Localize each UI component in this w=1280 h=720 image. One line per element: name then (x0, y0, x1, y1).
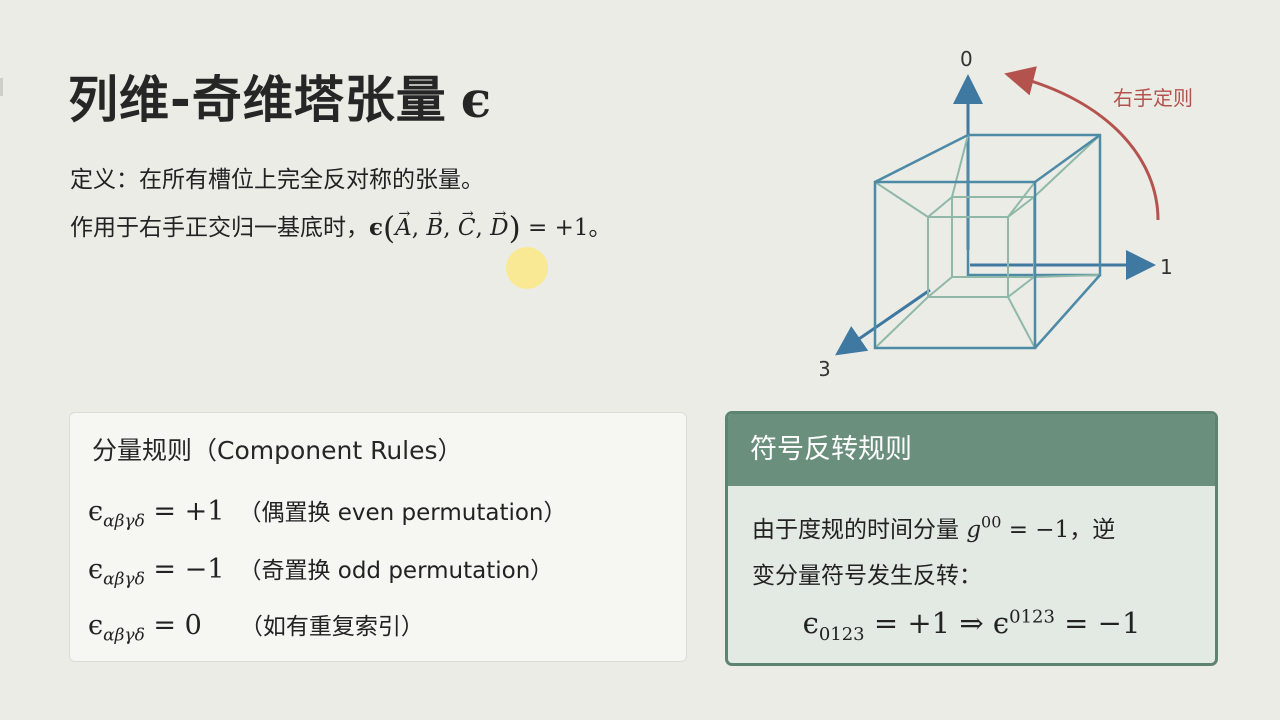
metric-sup: 00 (981, 512, 1002, 532)
axis-0-label: 0 (960, 47, 973, 71)
title-text: 列维-奇维塔张量 (68, 71, 447, 129)
sign-flip-heading: 符号反转规则 (728, 414, 1215, 486)
tesseract-diagram: 0 1 3 右手定则 (820, 47, 1193, 381)
definition-formula: ϵ(A, B, C, D) = +1 (369, 211, 589, 247)
axis-3-line (835, 288, 931, 356)
sign-flip-line1-suffix: ，逆 (1069, 517, 1116, 543)
connector-edge (1033, 134, 1101, 198)
vector-b: B (426, 215, 443, 241)
sign-flip-line-2: 变分量符号发生反转： (752, 563, 982, 589)
rule-symbol: ϵ (88, 554, 104, 585)
rule-odd: ϵαβγδ = −1 （奇置换 odd permutation） (88, 551, 553, 589)
lower-epsilon: ϵ (802, 606, 819, 640)
inner-edge (1007, 276, 1035, 298)
metric-value: = −1 (1008, 517, 1070, 543)
connector-edge (951, 134, 969, 198)
upper-indices: 0123 (1009, 606, 1055, 628)
connector-edge (874, 181, 929, 218)
upper-epsilon: ϵ (992, 606, 1010, 640)
rotation-arrow (1004, 66, 1160, 221)
formula-result: = +1 (528, 215, 589, 241)
vector-c: C (458, 215, 476, 241)
vector-d: D (490, 215, 508, 241)
sign-flip-line-1: 由于度规的时间分量 g00 = −1，逆 (752, 510, 1115, 544)
left-edge-marker (0, 78, 3, 96)
upper-value: = −1 (1064, 606, 1141, 640)
right-hand-rule-label: 右手定则 (1113, 86, 1193, 110)
rule-even: ϵαβγδ = +1 （偶置换 even permutation） (88, 493, 567, 531)
rule-value: = −1 (153, 554, 225, 585)
axis-3-label: 3 (820, 357, 831, 381)
rule-repeat: ϵαβγδ = 0 （如有重复索引） (88, 607, 424, 645)
outer-front-face (873, 180, 1037, 350)
metric-symbol: g (966, 517, 982, 543)
definition-prefix: 作用于右手正交归一基底时， (70, 215, 369, 241)
connector-edge (874, 296, 929, 349)
component-rules-panel: 分量规则（Component Rules） ϵαβγδ = +1（偶置换 eve… (69, 412, 687, 662)
implies-arrow: ⇒ (959, 606, 984, 640)
sign-flip-formula: ϵ0123 = +1 ⇒ ϵ0123 = −1 (728, 606, 1215, 645)
rule-indices: αβγδ (103, 569, 145, 590)
connector-edge (1033, 274, 1101, 278)
sign-flip-panel: 符号反转规则 由于度规的时间分量 g00 = −1，逆 变分量符号发生反转： ϵ… (725, 411, 1218, 666)
outer-edge (874, 133, 969, 184)
rule-value: = +1 (153, 496, 225, 527)
definition-end: 。 (588, 215, 612, 241)
outer-edge (1034, 133, 1101, 184)
inner-edge (927, 276, 953, 298)
inner-edge (1007, 196, 1035, 218)
rule-indices: αβγδ (103, 625, 145, 646)
rule-note: （偶置换 even permutation） (238, 500, 567, 526)
rule-indices: αβγδ (103, 511, 145, 532)
vector-a: A (395, 215, 412, 241)
definition-line-1: 定义：在所有槽位上完全反对称的张量。 (70, 167, 484, 193)
rule-symbol: ϵ (88, 496, 104, 527)
rule-note: （奇置换 odd permutation） (238, 558, 554, 584)
rule-note: （如有重复索引） (239, 614, 424, 640)
definition-line-2: 作用于右手正交归一基底时，ϵ(A, B, C, D) = +1。 (70, 208, 612, 247)
lower-value: = +1 (873, 606, 951, 640)
connector-edge (1007, 296, 1036, 349)
formula-epsilon: ϵ (369, 214, 384, 241)
rule-value: = 0 (153, 610, 202, 641)
title-symbol: ϵ (460, 70, 493, 129)
outer-edge (1034, 274, 1101, 349)
sign-flip-line1-prefix: 由于度规的时间分量 (752, 517, 959, 543)
axis-1-label: 1 (1160, 255, 1173, 279)
lower-indices: 0123 (818, 623, 865, 645)
inner-front-face (927, 216, 1009, 298)
component-rules-heading: 分量规则（Component Rules） (92, 436, 463, 465)
connector-edge (1007, 181, 1036, 218)
cursor-highlight (506, 247, 548, 289)
inner-edge (927, 196, 953, 218)
rule-symbol: ϵ (88, 610, 104, 641)
